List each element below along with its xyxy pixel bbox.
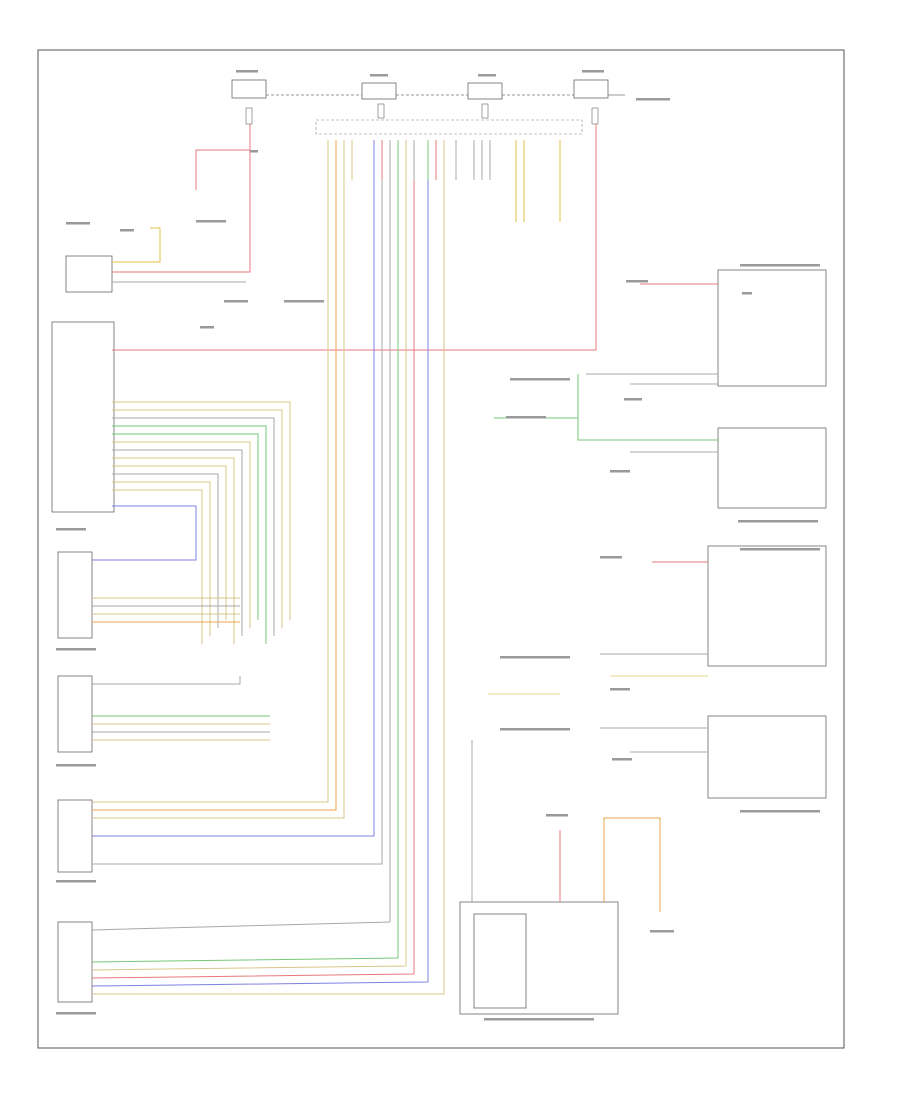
diagram-frame: [37, 49, 845, 1049]
door-module-right-4: [707, 715, 827, 799]
label-marks: [56, 70, 820, 1021]
label-mark-21: [740, 548, 820, 551]
label-mark-28: [650, 930, 674, 933]
wire-red-main: [112, 124, 597, 351]
wire-tan-switch3-b: [92, 180, 345, 819]
wire-gray-switch3: [92, 180, 383, 865]
wire-red-feed-left: [195, 124, 251, 190]
wire-left-bundle-6: [112, 449, 243, 636]
switch-block-4: [57, 921, 93, 1003]
label-mark-34: [56, 1012, 96, 1015]
label-mark-19: [738, 520, 818, 523]
wire-blue-switch3: [92, 180, 375, 837]
label-mark-9: [284, 300, 324, 303]
wire-harness: [91, 124, 718, 995]
label-mark-25: [612, 758, 632, 761]
label-mark-18: [610, 470, 630, 473]
module-upper-left: [65, 255, 113, 293]
wire-left-bundle-7: [112, 457, 235, 644]
wire-tan-switch4-b: [92, 180, 445, 995]
wire-orange-motor: [603, 817, 661, 912]
central-connector: [315, 119, 583, 135]
switch-block-1: [57, 551, 93, 639]
label-mark-11: [200, 326, 214, 329]
label-mark-3: [582, 70, 604, 73]
label-mark-17: [624, 398, 642, 401]
wire-left-bundle-11: [112, 489, 203, 644]
left-modules: [51, 255, 115, 1003]
right-modules: [459, 269, 827, 1015]
label-mark-2: [478, 74, 496, 77]
wire-yellow-upper-left: [112, 227, 161, 263]
wire-switch2-top: [92, 676, 241, 685]
wire-green-right: [577, 374, 718, 441]
label-mark-23: [610, 688, 630, 691]
wire-left-bundle-8: [112, 465, 227, 620]
wire-red-module-upper: [112, 150, 251, 273]
wire-blue-switch4: [91, 180, 429, 987]
switch-block-3: [57, 799, 93, 873]
label-mark-4: [636, 98, 670, 101]
wire-tan-switch4: [91, 180, 407, 971]
label-mark-30: [56, 528, 86, 531]
label-mark-26: [740, 810, 820, 813]
label-mark-32: [56, 764, 96, 767]
wire-left-bundle-2: [112, 417, 275, 636]
wire-left-bundle-0: [112, 401, 291, 620]
label-mark-13: [626, 280, 648, 283]
wire-left-bundle-10: [112, 481, 211, 636]
module-main-left: [51, 321, 115, 513]
label-mark-24: [500, 728, 570, 731]
label-mark-22: [500, 656, 570, 659]
label-mark-8: [120, 229, 134, 232]
wire-gray-switch4: [91, 180, 391, 931]
label-mark-10: [224, 300, 248, 303]
label-mark-0: [236, 70, 258, 73]
label-mark-16: [506, 416, 546, 419]
label-mark-20: [600, 556, 622, 559]
wire-left-bundle-4: [112, 433, 259, 620]
wire-left-bundle-3: [112, 425, 267, 644]
door-module-upper-right: [717, 269, 827, 387]
wire-tan-switch3-a: [92, 180, 329, 803]
label-mark-5: [196, 220, 226, 223]
label-mark-1: [370, 74, 388, 77]
wire-left-bundle-9: [112, 473, 219, 628]
label-mark-15: [510, 378, 570, 381]
switch-block-2: [57, 675, 93, 753]
wire-left-bundle-5: [112, 441, 251, 628]
wire-green-switch4: [91, 180, 399, 963]
door-module-right-3: [707, 545, 827, 667]
wire-blue-left: [92, 505, 197, 561]
label-mark-14: [742, 292, 752, 295]
label-mark-6: [250, 150, 258, 153]
top-fuse-row: [231, 79, 625, 125]
label-mark-7: [66, 222, 90, 225]
label-mark-29: [484, 1018, 594, 1021]
label-mark-33: [56, 880, 96, 883]
wire-orange-switch3: [92, 180, 337, 811]
label-mark-27: [546, 814, 568, 817]
label-mark-12: [740, 264, 820, 267]
wire-left-bundle-1: [112, 409, 283, 628]
door-module-right-2: [717, 427, 827, 509]
wire-red-switch4: [91, 180, 415, 979]
label-mark-31: [56, 648, 96, 651]
